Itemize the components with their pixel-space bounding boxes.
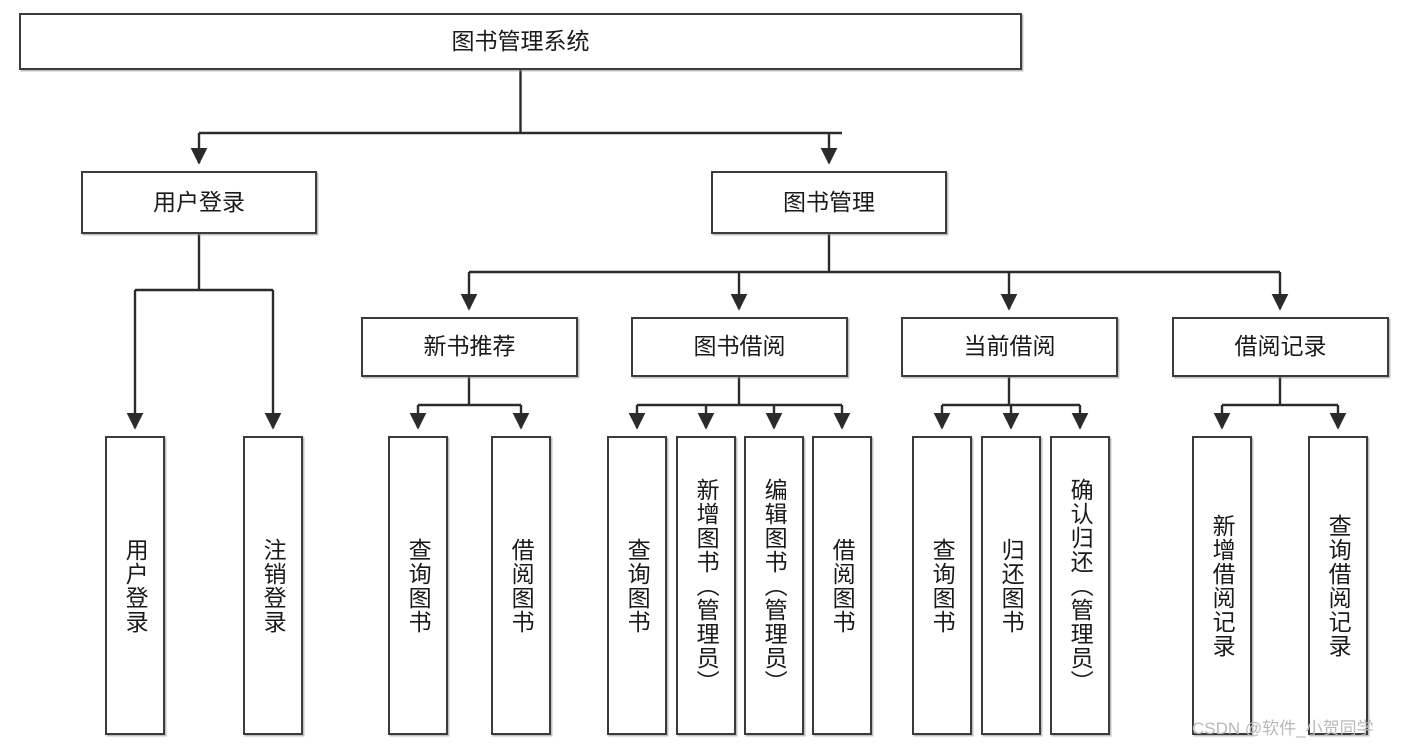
leaf-new-book-1[interactable]: 查询图书 bbox=[388, 436, 448, 735]
leaf-new-book-2[interactable]: 借阅图书 bbox=[491, 436, 551, 735]
leaf-borrow-record-2-label: 查询借阅记录 bbox=[1325, 513, 1352, 658]
leaf-borrow-record-1[interactable]: 新增借阅记录 bbox=[1192, 436, 1252, 735]
leaf-book-borrow-2[interactable]: 新增图书（管理员） bbox=[676, 436, 736, 735]
node-root[interactable]: 图书管理系统 bbox=[19, 13, 1022, 70]
leaf-book-borrow-3[interactable]: 编辑图书（管理员） bbox=[744, 436, 804, 735]
node-book-borrow[interactable]: 图书借阅 bbox=[631, 317, 848, 377]
leaf-current-borrow-2[interactable]: 归还图书 bbox=[981, 436, 1041, 735]
node-book-management[interactable]: 图书管理 bbox=[711, 171, 947, 234]
leaf-user-login-2[interactable]: 注销登录 bbox=[243, 436, 303, 735]
leaf-current-borrow-1-label: 查询图书 bbox=[929, 537, 956, 634]
leaf-user-login-1[interactable]: 用户登录 bbox=[105, 436, 165, 735]
node-current-borrow[interactable]: 当前借阅 bbox=[901, 317, 1118, 377]
leaf-book-borrow-1-label: 查询图书 bbox=[624, 537, 651, 634]
node-book-management-label: 图书管理 bbox=[783, 188, 875, 215]
leaf-book-borrow-2-label: 新增图书（管理员） bbox=[693, 477, 720, 694]
node-root-label: 图书管理系统 bbox=[451, 27, 590, 54]
leaf-borrow-record-1-label: 新增借阅记录 bbox=[1209, 513, 1236, 658]
leaf-current-borrow-1[interactable]: 查询图书 bbox=[912, 436, 972, 735]
node-book-borrow-label: 图书借阅 bbox=[693, 333, 786, 360]
leaf-user-login-2-label: 注销登录 bbox=[260, 537, 287, 634]
node-borrow-record[interactable]: 借阅记录 bbox=[1172, 317, 1389, 377]
leaf-current-borrow-3[interactable]: 确认归还（管理员） bbox=[1050, 436, 1110, 735]
node-new-book-recommend[interactable]: 新书推荐 bbox=[361, 317, 578, 377]
leaf-book-borrow-4[interactable]: 借阅图书 bbox=[812, 436, 872, 735]
leaf-book-borrow-1[interactable]: 查询图书 bbox=[607, 436, 667, 735]
leaf-borrow-record-2[interactable]: 查询借阅记录 bbox=[1308, 436, 1368, 735]
leaf-current-borrow-3-label: 确认归还（管理员） bbox=[1067, 477, 1094, 694]
node-user-login[interactable]: 用户登录 bbox=[81, 171, 317, 234]
node-borrow-record-label: 借阅记录 bbox=[1234, 333, 1327, 360]
leaf-book-borrow-3-label: 编辑图书（管理员） bbox=[761, 477, 788, 694]
node-user-login-label: 用户登录 bbox=[153, 188, 245, 215]
node-new-book-recommend-label: 新书推荐 bbox=[423, 333, 516, 360]
leaf-new-book-1-label: 查询图书 bbox=[405, 537, 432, 634]
leaf-book-borrow-4-label: 借阅图书 bbox=[829, 537, 856, 634]
node-current-borrow-label: 当前借阅 bbox=[963, 333, 1056, 360]
leaf-new-book-2-label: 借阅图书 bbox=[508, 537, 535, 634]
leaf-current-borrow-2-label: 归还图书 bbox=[998, 537, 1025, 634]
leaf-user-login-1-label: 用户登录 bbox=[122, 537, 149, 634]
